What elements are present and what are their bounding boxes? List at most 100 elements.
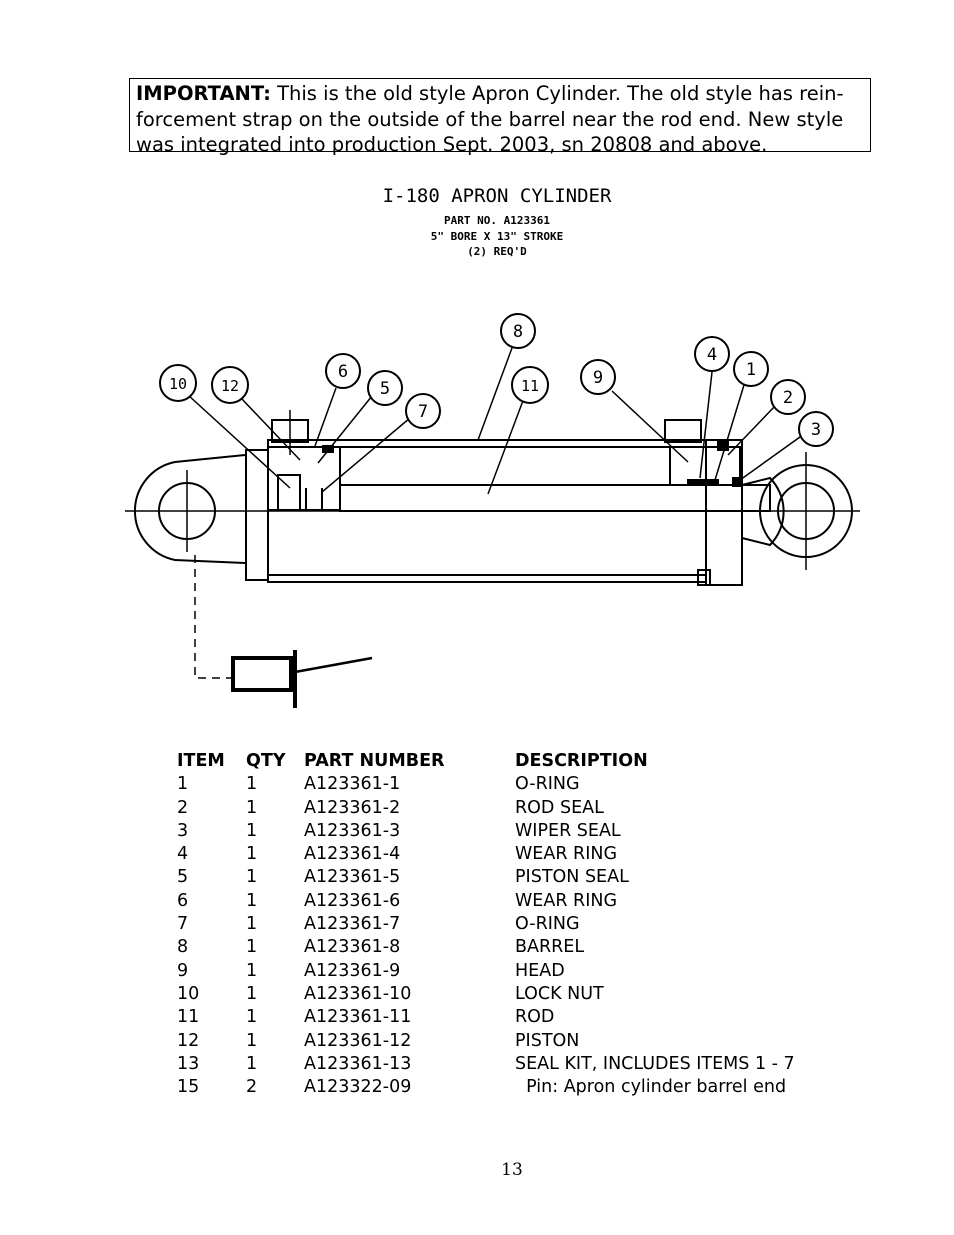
callout-1 (733, 351, 769, 387)
part-number-cell: A123361-2 (304, 797, 401, 818)
description-cell: BARREL (515, 937, 585, 958)
drawing-required: (2) REQ'D (467, 245, 527, 258)
description-cell: WIPER SEAL (515, 820, 621, 841)
qty-cell: 2 (246, 1077, 258, 1098)
part-number-cell: A123361-11 (304, 1007, 412, 1028)
item-cell: 5 (177, 867, 189, 888)
qty-cell: 1 (246, 1030, 258, 1051)
callout-8 (500, 313, 536, 349)
description-cell: O-RING (515, 914, 580, 935)
qty-cell: 1 (246, 774, 258, 795)
part-number-cell: A123361-3 (304, 820, 401, 841)
callout-label: 2 (783, 388, 793, 408)
callout-label: 8 (513, 322, 523, 342)
part-number-cell: A123361-5 (304, 867, 401, 888)
item-cell: 8 (177, 937, 189, 958)
qty-cell: 1 (246, 960, 258, 981)
drawing-part-no: PART NO. A123361 (444, 214, 550, 227)
part-number-cell: A123322-09 (304, 1077, 412, 1098)
qty-cell: 1 (246, 914, 258, 935)
description-cell: ROD (515, 1007, 555, 1028)
callout-label: 6 (338, 362, 348, 382)
callout-7 (405, 393, 441, 429)
qty-cell: 1 (246, 867, 258, 888)
item-cell: 10 (177, 983, 200, 1004)
qty-cell: 1 (246, 797, 258, 818)
table-row: 3 1 A123361-3 WIPER SEAL (172, 820, 815, 843)
description-cell: SEAL KIT, INCLUDES ITEMS 1 - 7 (515, 1053, 795, 1074)
description-cell: LOCK NUT (515, 983, 604, 1004)
item-cell: 11 (177, 1007, 200, 1028)
description-cell: Pin: Apron cylinder barrel end (515, 1077, 787, 1098)
part-number-cell: A123361-12 (304, 1030, 412, 1051)
page-number: 13 (501, 1160, 523, 1180)
item-cell: 6 (177, 890, 189, 911)
notice-text: This is the old style Apron Cylinder. Th… (136, 82, 844, 156)
callout-label: 7 (418, 402, 428, 422)
callout-2 (770, 379, 806, 415)
item-cell: 2 (177, 797, 189, 818)
callout-11 (511, 366, 549, 404)
callout-12 (211, 366, 249, 404)
parts-table-header: ITEM QTY PART NUMBER DESCRIPTION (172, 750, 815, 773)
callout-label: 10 (169, 375, 187, 393)
callout-6 (325, 353, 361, 389)
table-row: 4 1 A123361-4 WEAR RING (172, 843, 815, 866)
table-row: 15 2 A123322-09 Pin: Apron cylinder barrel… (172, 1076, 815, 1099)
description-cell: ROD SEAL (515, 797, 604, 818)
callout-label: 4 (707, 345, 717, 365)
qty-cell: 1 (246, 820, 258, 841)
cylinder-drawing: I-180 APRON CYLINDER PART NO. A123361 5"… (125, 185, 860, 708)
callout-label: 1 (746, 360, 756, 380)
callout-label: 3 (811, 420, 821, 440)
item-cell: 4 (177, 844, 189, 865)
qty-cell: 1 (246, 844, 258, 865)
item-cell: 3 (177, 820, 189, 841)
header-qty: QTY (246, 751, 286, 771)
callout-9 (580, 359, 616, 395)
part-number-cell: A123361-13 (304, 1053, 412, 1074)
part-number-cell: A123361-4 (304, 844, 401, 865)
part-number-cell: A123361-7 (304, 914, 401, 935)
callout-5 (367, 370, 403, 406)
header-description: DESCRIPTION (515, 751, 648, 771)
part-number-cell: A123361-6 (304, 890, 401, 911)
part-number-cell: A123361-10 (304, 983, 412, 1004)
qty-cell: 1 (246, 937, 258, 958)
callout-3 (798, 411, 834, 447)
part-number-cell: A123361-1 (304, 774, 401, 795)
callout-4 (694, 336, 730, 372)
callout-label: 5 (380, 379, 390, 399)
item-cell: 15 (177, 1077, 200, 1098)
description-cell: WEAR RING (515, 890, 618, 911)
header-part-number: PART NUMBER (304, 751, 445, 771)
item-cell: 1 (177, 774, 189, 795)
description-cell: HEAD (515, 960, 565, 981)
notice-label: IMPORTANT: (136, 82, 271, 105)
callout-label: 9 (593, 368, 603, 388)
description-cell: WEAR RING (515, 844, 618, 865)
part-number-cell: A123361-9 (304, 960, 401, 981)
table-row: 9 1 A123361-9 HEAD (172, 960, 815, 983)
drawing-title: I-180 APRON CYLINDER (383, 185, 612, 207)
drawing-bore-stroke: 5" BORE X 13" STROKE (431, 230, 563, 243)
qty-cell: 1 (246, 1053, 258, 1074)
callout-10 (159, 364, 197, 402)
qty-cell: 1 (246, 1007, 258, 1028)
description-cell: PISTON SEAL (515, 867, 629, 888)
item-cell: 12 (177, 1030, 200, 1051)
item-cell: 9 (177, 960, 189, 981)
table-row: 5 1 A123361-5 PISTON SEAL (172, 866, 815, 889)
description-cell: PISTON (515, 1030, 580, 1051)
header-item: ITEM (177, 751, 225, 771)
callout-label: 12 (221, 377, 239, 395)
